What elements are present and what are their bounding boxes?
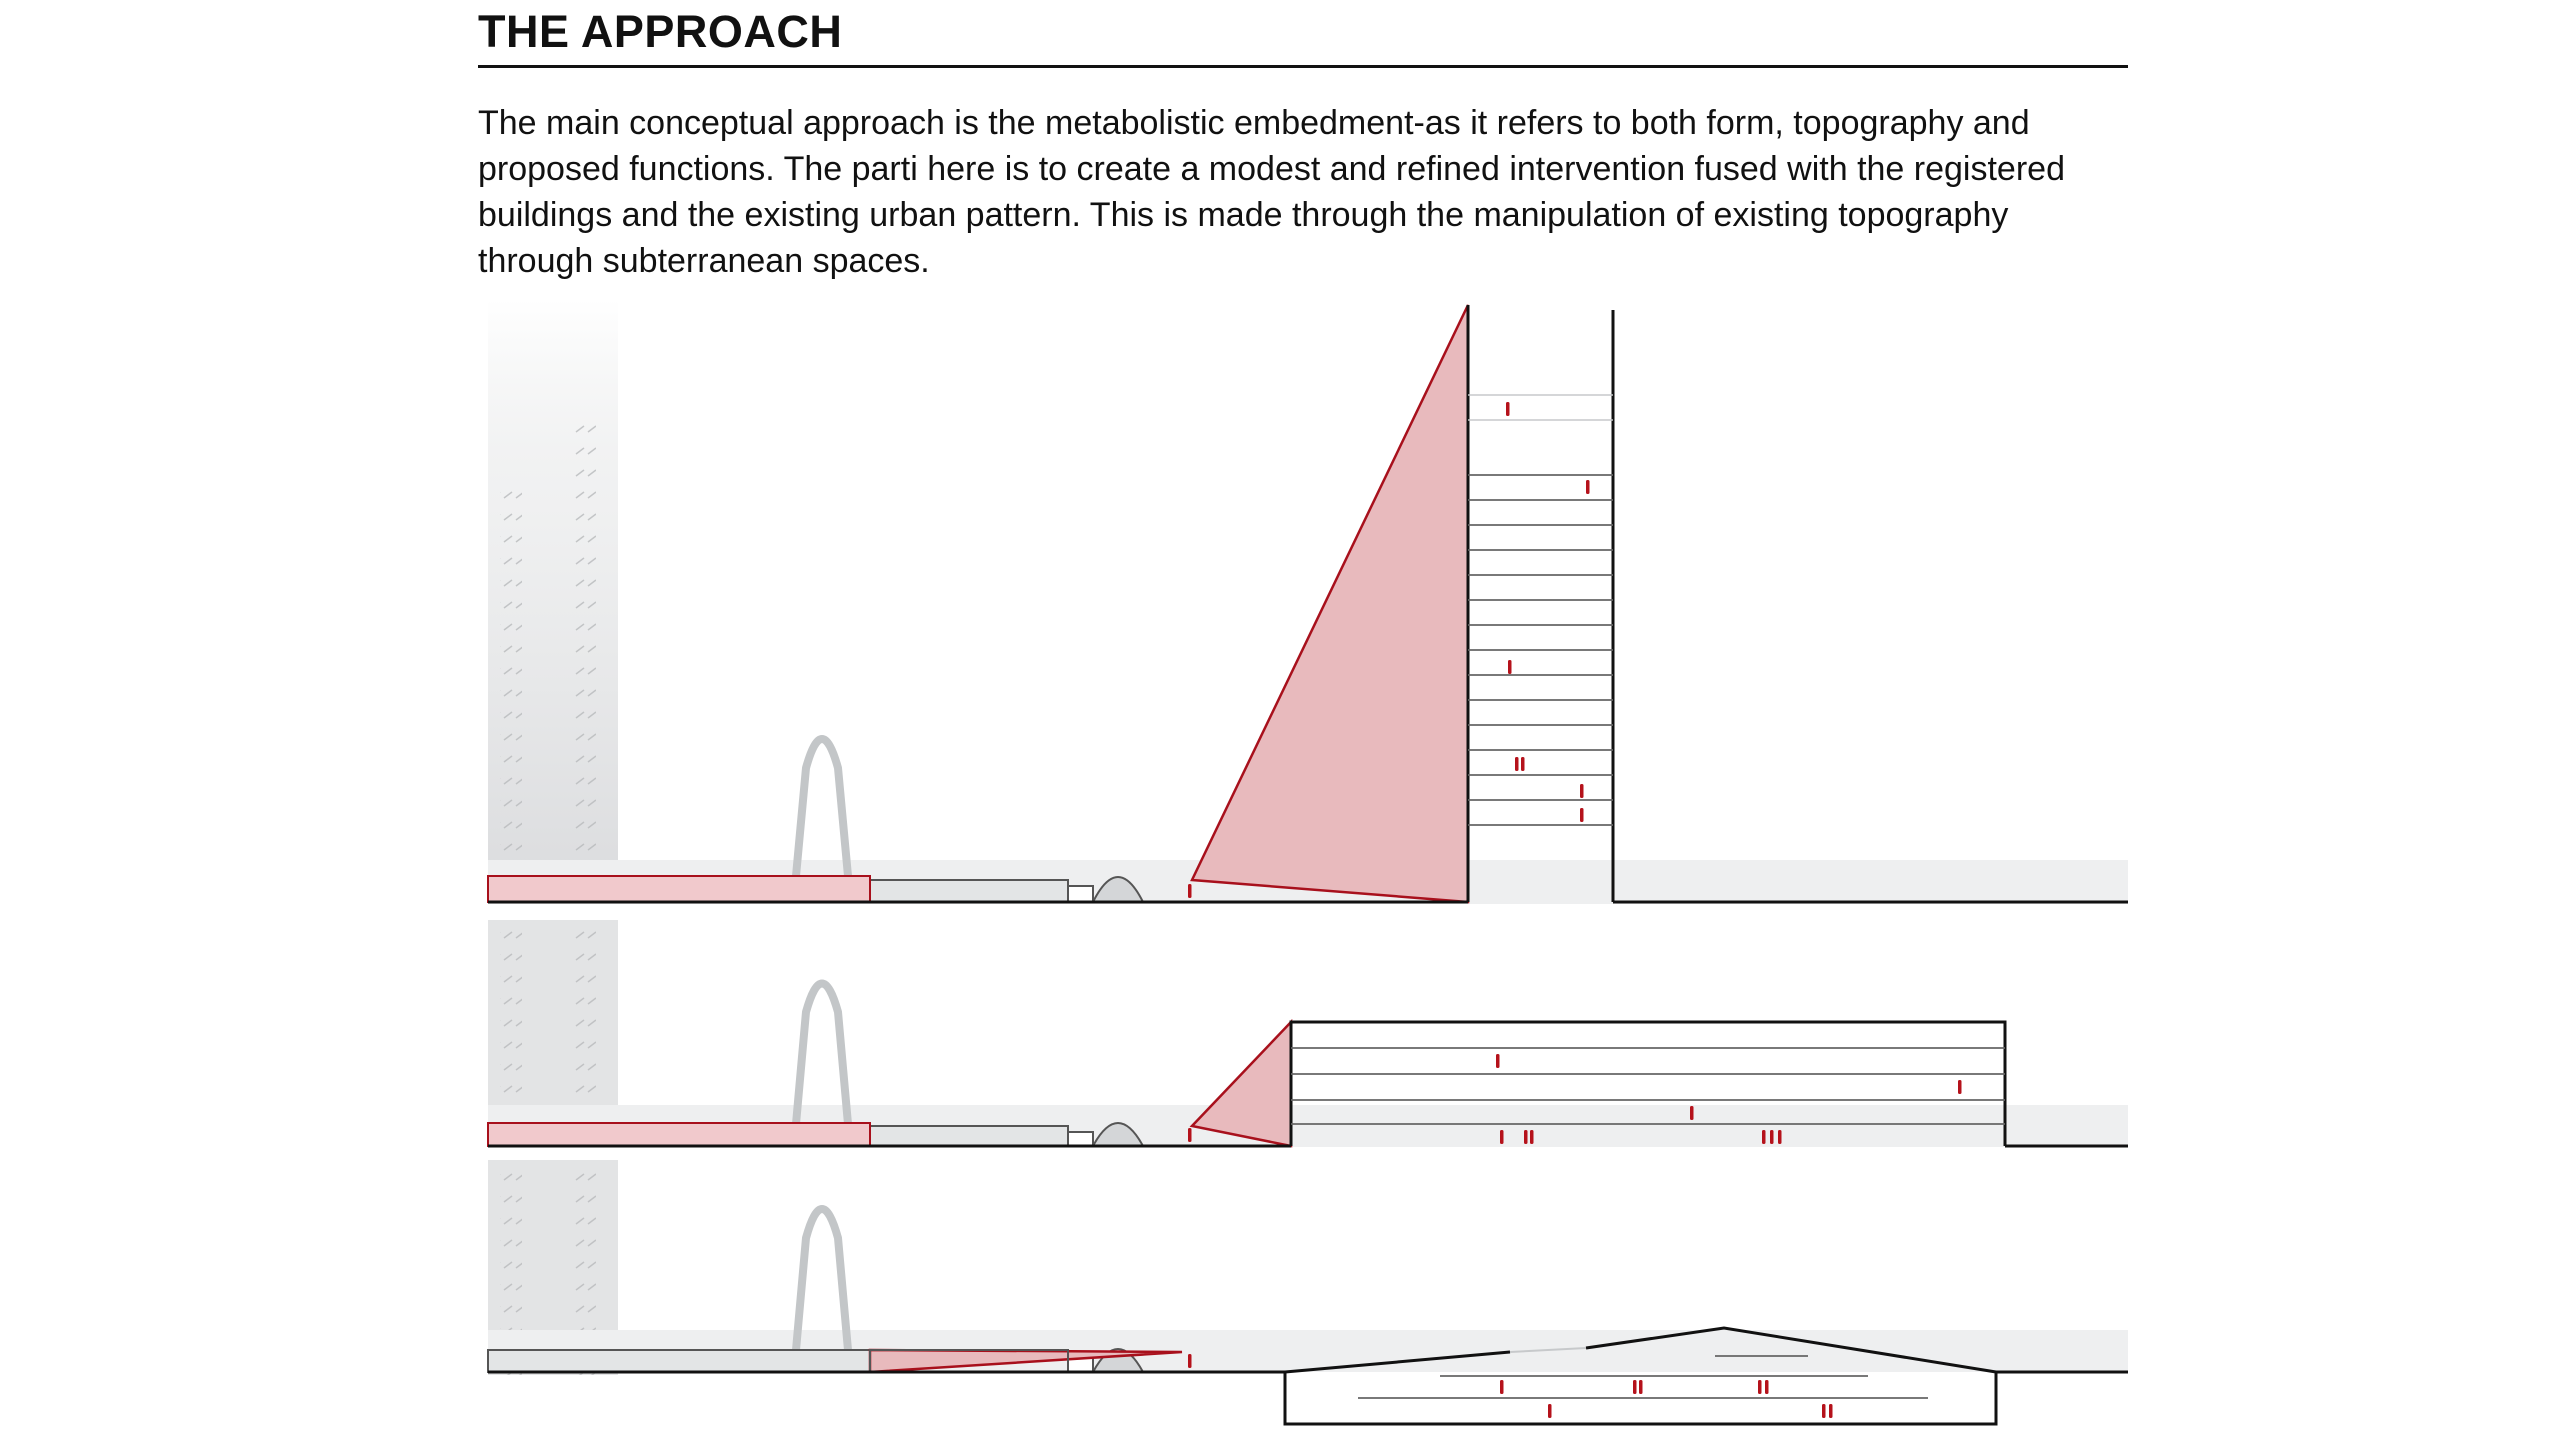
- intervention-triangle: [1189, 1018, 1293, 1148]
- pink-plinth: [487, 875, 871, 903]
- section-1: [487, 300, 2128, 904]
- connector: [1067, 885, 1094, 903]
- subterranean-block: [488, 1326, 2128, 1426]
- figures: [1188, 1054, 1962, 1144]
- dome: [1091, 876, 1145, 903]
- figures: [1188, 1354, 1833, 1418]
- intro-paragraph: The main conceptual approach is the meta…: [478, 104, 2065, 280]
- section-diagrams: [487, 300, 2128, 1426]
- section-3: [487, 1160, 2128, 1426]
- tower: [1466, 305, 1615, 902]
- pink-plinth: [487, 1122, 871, 1147]
- arch: [792, 735, 852, 880]
- figures: [1188, 402, 1590, 898]
- intervention-triangle: [1190, 304, 1470, 904]
- arch: [792, 979, 852, 1128]
- existing-building: [487, 1349, 871, 1373]
- existing-building: [869, 1125, 1069, 1147]
- existing-building: [869, 879, 1069, 903]
- title-divider: [478, 65, 2128, 68]
- section-2: [487, 920, 2128, 1148]
- page-title: THE APPROACH: [478, 6, 843, 57]
- connector: [1067, 1131, 1094, 1147]
- page: THE APPROACH The main conceptual approac…: [478, 0, 2138, 1440]
- existing-towers: [488, 300, 618, 870]
- horizontal-block: [1289, 1020, 2007, 1146]
- arch: [792, 1205, 852, 1354]
